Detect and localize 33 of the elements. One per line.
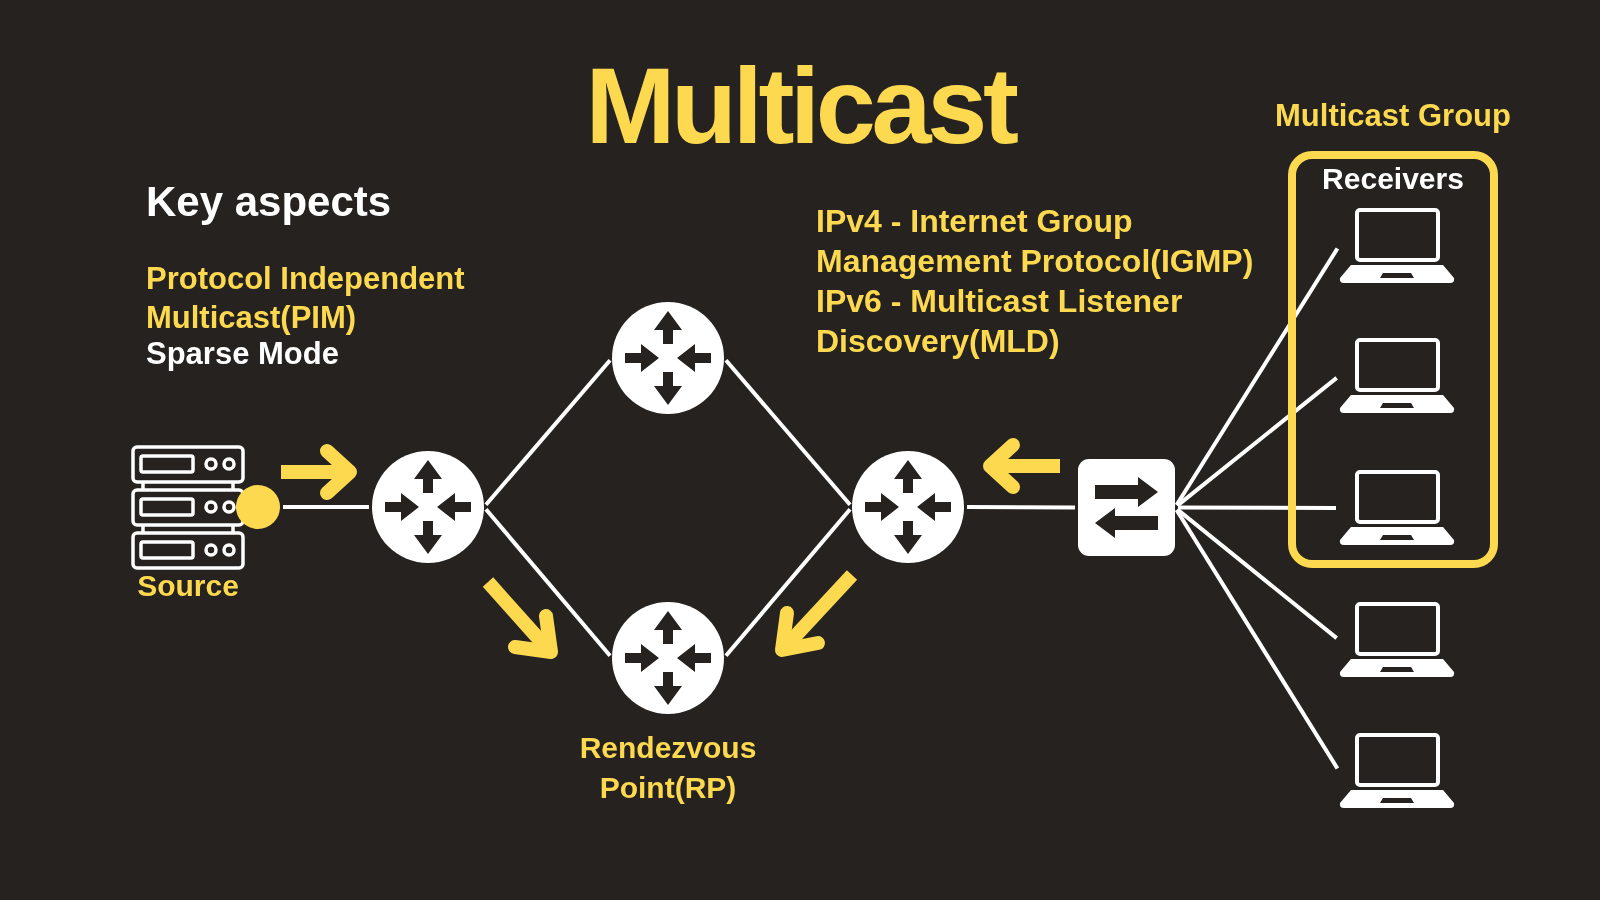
section-heading: Key aspects	[146, 181, 392, 223]
connection-line	[724, 508, 852, 657]
diagram-title: Multicast	[585, 52, 1015, 160]
laptop-icon	[1339, 338, 1455, 414]
protocol-text: Protocol Independent Multicast(PIM)	[146, 260, 466, 337]
router-icon	[372, 451, 484, 563]
connection-line	[1176, 507, 1338, 640]
connection-dot-icon	[236, 485, 280, 529]
connection-line	[484, 358, 612, 507]
connection-line	[1176, 376, 1338, 508]
connection-line	[967, 505, 1075, 510]
connection-line	[724, 358, 852, 507]
network-switch-icon	[1078, 459, 1175, 556]
connection-line	[1174, 509, 1340, 770]
connection-line	[283, 505, 369, 509]
node-caption: Rendezvous Point(RP)	[578, 730, 758, 806]
connection-line	[484, 508, 612, 657]
laptop-icon	[1339, 733, 1455, 809]
router-icon	[612, 302, 724, 414]
mode-text: Sparse Mode	[146, 335, 339, 373]
node-caption: Source	[137, 568, 239, 604]
laptop-icon	[1339, 470, 1455, 546]
router-icon	[612, 602, 724, 714]
group-label: Receivers	[1322, 164, 1464, 194]
connection-line	[1174, 247, 1340, 507]
router-icon	[852, 451, 964, 563]
server-icon	[131, 445, 245, 570]
laptop-icon	[1339, 208, 1455, 284]
connection-line	[1178, 505, 1336, 510]
laptop-icon	[1339, 602, 1455, 678]
protocol-text: IPv6 - Multicast Listener Discovery(MLD)	[816, 282, 1184, 361]
group-heading: Multicast Group	[1275, 100, 1511, 131]
protocol-text: IPv4 - Internet Group Management Protocol(IGMP)	[816, 202, 1255, 281]
